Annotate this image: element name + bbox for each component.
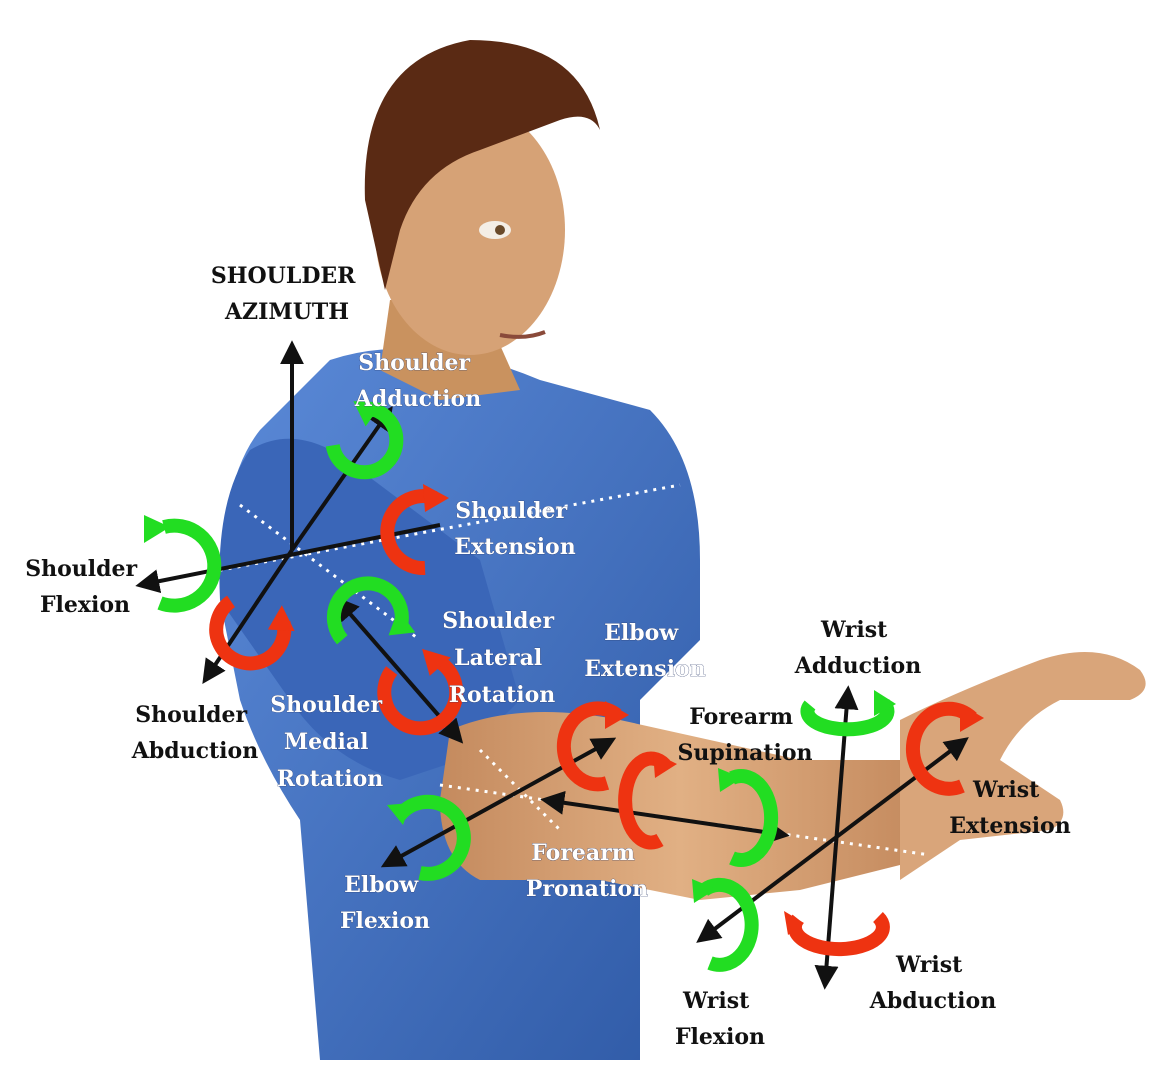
label-shoulder-lateral-rotation: Shoulder Lateral Rotation: [442, 608, 562, 708]
label-shoulder-abduction: Shoulder Abduction: [131, 702, 258, 764]
label-wrist-abduction: Wrist Abduction: [869, 952, 996, 1014]
human-figure: [219, 40, 1145, 1060]
label-shoulder-flexion: Shoulder Flexion: [25, 556, 145, 618]
rotation-arrow-red-icon: [784, 911, 883, 949]
hand: [900, 652, 1146, 880]
label-shoulder-azimuth: SHOULDER AZIMUTH: [211, 263, 363, 325]
label-wrist-flexion: Wrist Flexion: [675, 988, 765, 1050]
label-shoulder-medial-rotation: Shoulder Medial Rotation: [270, 692, 390, 792]
label-wrist-adduction: Wrist Adduction: [794, 617, 921, 679]
rotation-arrow-green-icon: [807, 690, 896, 729]
label-forearm-supination: Forearm Supination: [677, 704, 812, 766]
rotation-arrow-green-icon: [144, 515, 214, 606]
